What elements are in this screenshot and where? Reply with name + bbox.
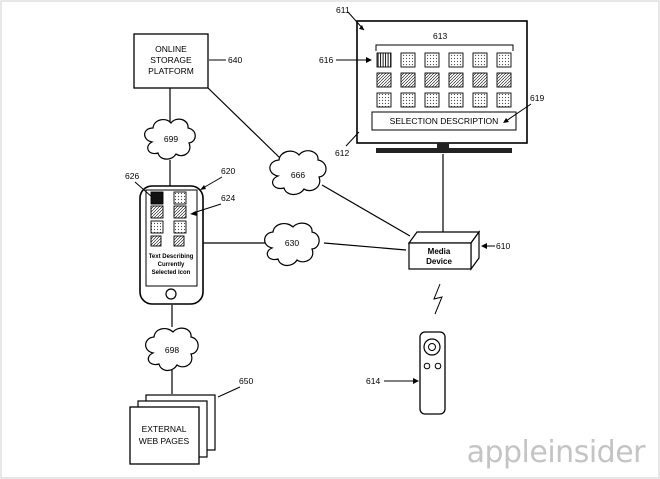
line-cloud-630-to-media bbox=[323, 242, 407, 251]
ref-613: 613 bbox=[433, 31, 447, 41]
tv-neck bbox=[437, 143, 449, 148]
ref-650: 650 bbox=[239, 376, 253, 386]
remote-menu-button bbox=[423, 362, 431, 370]
phone-text-line2: Currently bbox=[158, 262, 185, 268]
phone-text-line1: Text Describing bbox=[149, 254, 194, 260]
leader-650 bbox=[217, 386, 241, 398]
media-front-face bbox=[408, 242, 472, 270]
leader-612 bbox=[345, 131, 360, 147]
cloud-698-label: 698 bbox=[165, 345, 179, 355]
phone-icon-tile bbox=[150, 235, 162, 247]
media-label-line2: Device bbox=[426, 257, 452, 266]
remote-play-button bbox=[434, 362, 442, 370]
media-label-line1: Media bbox=[428, 247, 451, 256]
ref-612: 612 bbox=[335, 148, 349, 158]
arrow-619 bbox=[503, 118, 509, 123]
tv-icon-tile bbox=[472, 92, 488, 108]
bracket-613 bbox=[375, 44, 514, 51]
phone-icon-tile bbox=[150, 220, 164, 234]
tv-icon-tile bbox=[472, 72, 488, 88]
ref-610: 610 bbox=[496, 241, 510, 251]
web-page-front bbox=[129, 406, 200, 465]
phone-icon-grid bbox=[150, 191, 187, 247]
web-label-line1: EXTERNAL bbox=[142, 424, 187, 434]
ref-640: 640 bbox=[228, 55, 242, 65]
tv-icon-tile bbox=[424, 92, 440, 108]
arrow-611 bbox=[359, 25, 364, 30]
tv-icon-tile bbox=[376, 72, 392, 88]
tv-icon-tile bbox=[448, 92, 464, 108]
television: SELECTION DESCRIPTION bbox=[356, 20, 528, 153]
web-label-line2: WEB PAGES bbox=[139, 436, 190, 446]
tv-selection-description-bar bbox=[371, 111, 517, 131]
tv-icon-tile bbox=[400, 72, 416, 88]
cloud-666 bbox=[269, 150, 327, 196]
tv-selected-icon-tile bbox=[376, 52, 392, 68]
tv-stand bbox=[376, 148, 512, 153]
tv-icon-tile bbox=[400, 92, 416, 108]
phone-icon-tile bbox=[150, 205, 164, 219]
tv-icon-tile bbox=[424, 72, 440, 88]
cloud-666-label: 666 bbox=[291, 170, 305, 180]
media-top-face bbox=[407, 231, 481, 244]
tv-icon-tile bbox=[448, 52, 464, 68]
cloud-630-label: 630 bbox=[285, 238, 299, 248]
arrow-620 bbox=[200, 185, 206, 190]
remote-center-button bbox=[428, 343, 436, 351]
ref-624: 624 bbox=[221, 193, 235, 203]
ref-620: 620 bbox=[221, 166, 235, 176]
cloud-699 bbox=[144, 118, 196, 160]
storage-label-line3: PLATFORM bbox=[148, 66, 194, 76]
tv-icon-tile bbox=[400, 52, 416, 68]
phone-home-button bbox=[165, 288, 177, 300]
phone-icon-tile bbox=[173, 205, 187, 219]
leader-619 bbox=[505, 103, 532, 122]
arrow-610 bbox=[481, 243, 487, 249]
tv-icon-tile bbox=[424, 52, 440, 68]
phone-icon-tile bbox=[173, 191, 187, 205]
phone-text-line3: Selected Icon bbox=[152, 270, 191, 276]
tv-icon-tile bbox=[376, 92, 392, 108]
cloud-699-label: 699 bbox=[164, 134, 178, 144]
tv-icon-tile bbox=[448, 72, 464, 88]
phone-icon-tile bbox=[173, 235, 185, 247]
watermark-logo: appleinsider bbox=[467, 435, 647, 470]
line-cloud-666-to-media bbox=[321, 184, 411, 237]
arrow-624 bbox=[190, 211, 197, 216]
handheld-device: Text Describing Currently Selected Icon bbox=[139, 185, 204, 305]
ref-616: 616 bbox=[319, 55, 333, 65]
remote-control bbox=[419, 331, 446, 415]
storage-label-line1: ONLINE bbox=[155, 44, 187, 54]
storage-label-line2: STORAGE bbox=[150, 55, 192, 65]
external-web-pages: EXTERNAL WEB PAGES bbox=[129, 394, 216, 465]
tv-icon-tile bbox=[496, 52, 512, 68]
tv-selection-description-text: SELECTION DESCRIPTION bbox=[390, 116, 499, 126]
arrow-616 bbox=[366, 57, 372, 63]
tv-icon-tile bbox=[472, 52, 488, 68]
tv-icon-tile bbox=[496, 92, 512, 108]
leader-626 bbox=[134, 181, 153, 198]
leader-620 bbox=[202, 176, 223, 189]
tv-icon-tile bbox=[496, 72, 512, 88]
ref-614: 614 bbox=[366, 376, 380, 386]
ref-611: 611 bbox=[336, 5, 350, 15]
arrow-614 bbox=[413, 378, 419, 384]
cloud-630 bbox=[264, 222, 320, 267]
line-storage-to-cloud-666 bbox=[206, 86, 281, 159]
tv-icon-grid bbox=[376, 52, 512, 108]
ref-626: 626 bbox=[125, 171, 139, 181]
phone-selected-icon-tile bbox=[150, 191, 164, 205]
online-storage-platform: ONLINE STORAGE PLATFORM bbox=[133, 33, 209, 89]
media-device: Media Device bbox=[407, 230, 481, 271]
leader-624 bbox=[192, 203, 222, 214]
wireless-signal-icon bbox=[433, 283, 443, 315]
phone-icon-tile bbox=[173, 220, 187, 234]
ref-619: 619 bbox=[530, 93, 544, 103]
connection-lines bbox=[169, 86, 444, 394]
cloud-698 bbox=[145, 327, 199, 372]
